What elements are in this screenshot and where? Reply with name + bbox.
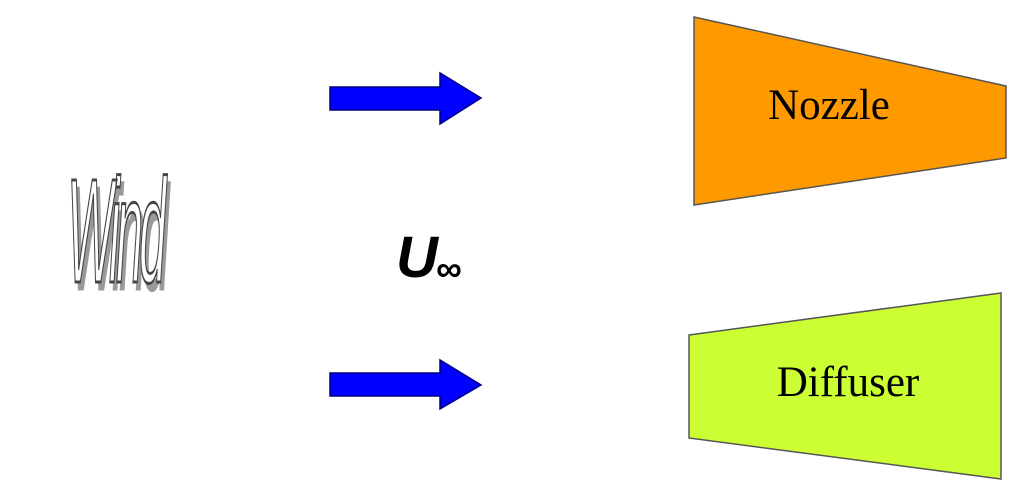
wind-wordart-shadow: Wind <box>71 157 171 322</box>
velocity-symbol: U <box>396 225 440 290</box>
velocity-subscript: ∞ <box>436 248 462 289</box>
freestream-velocity-label: U ∞ <box>396 225 462 290</box>
wind-wordart-text: Wind <box>68 149 168 314</box>
diffuser-label: Diffuser <box>777 359 920 406</box>
nozzle-trapezoid <box>693 16 1007 206</box>
bottom-flow-arrow <box>329 358 483 411</box>
diffuser-trapezoid <box>688 292 1002 480</box>
nozzle-label: Nozzle <box>768 82 890 129</box>
nozzle-shape: Nozzle <box>693 16 1007 206</box>
top-flow-arrow <box>329 71 483 126</box>
wind-wordart: Wind Wind <box>67 148 175 322</box>
diffuser-shape: Diffuser <box>688 292 1002 480</box>
